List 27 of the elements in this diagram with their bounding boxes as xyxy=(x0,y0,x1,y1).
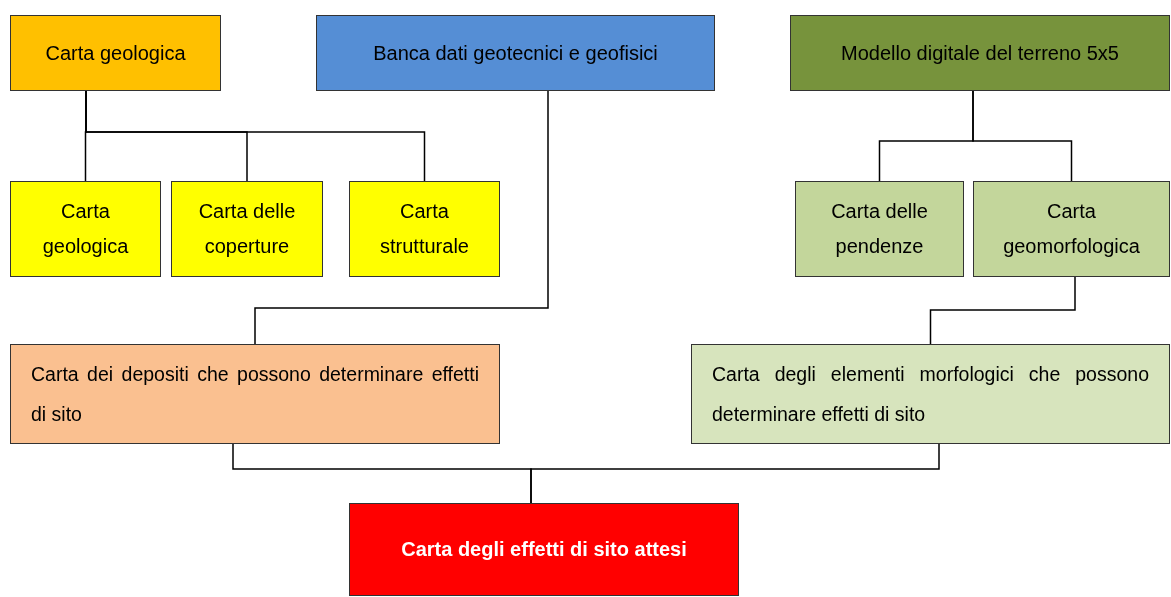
process-box xyxy=(973,181,1170,277)
process-box xyxy=(171,181,323,277)
connector-line xyxy=(972,90,1073,182)
box-label: Carta degli elementi morfologici che possono determinare effetti di sito xyxy=(712,362,1149,427)
process-box xyxy=(10,344,500,444)
connector-line xyxy=(254,90,549,345)
box-label: Carta geomorfologica xyxy=(1002,199,1141,259)
box-label: Carta strutturale xyxy=(379,199,470,259)
box-label: Modello digitale del terreno 5x5 xyxy=(841,40,1119,66)
box-label: Carta degli effetti di sito attesi xyxy=(401,537,687,562)
connector-line xyxy=(530,443,940,504)
process-box xyxy=(795,181,964,277)
box-label: Banca dati geotecnici e geofisici xyxy=(373,40,658,66)
box-label: Carta delle coperture xyxy=(197,199,297,259)
process-box xyxy=(10,181,161,277)
connector-line xyxy=(929,276,1076,345)
connector-line xyxy=(85,90,426,182)
process-box xyxy=(10,15,221,91)
process-box xyxy=(349,503,739,596)
process-box xyxy=(316,15,715,91)
box-label: Carta geologica xyxy=(41,199,130,259)
process-box xyxy=(790,15,1170,91)
process-box xyxy=(349,181,500,277)
box-label: Carta dei depositi che possono determinare effetti di sito xyxy=(31,362,479,427)
box-label: Carta delle pendenze xyxy=(830,199,929,259)
process-box xyxy=(691,344,1170,444)
box-label: Carta geologica xyxy=(45,40,186,66)
